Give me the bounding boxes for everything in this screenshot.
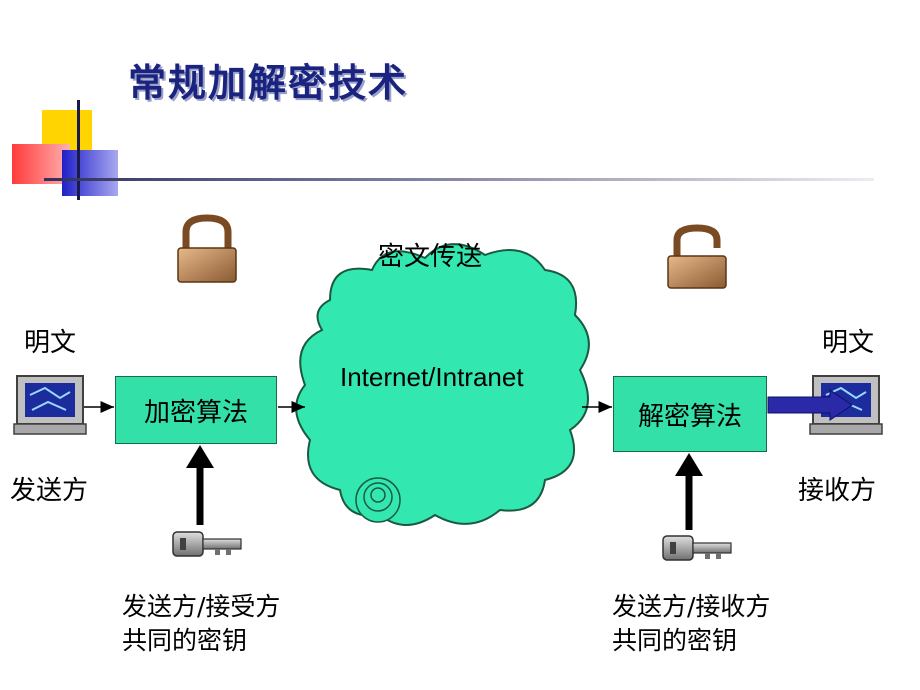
decor-blue-square: [62, 150, 118, 196]
key-left-line1: 发送方/接受方: [122, 592, 281, 621]
sender-role-label: 发送方: [10, 476, 89, 506]
network-label: Internet/Intranet: [340, 362, 524, 392]
lock-icon-left: [177, 214, 237, 283]
computer-icon-sender: [13, 375, 87, 435]
title-underline: [44, 178, 874, 181]
key-icon-left: [172, 531, 242, 557]
encrypt-algorithm-label: 加密算法: [143, 397, 248, 428]
key-left-line2: 共同的密钥: [122, 626, 248, 655]
decor-vertical-line: [77, 100, 80, 200]
receiver-plaintext-label: 明文: [822, 328, 875, 358]
arrow-decrypt-to-receiver: [767, 389, 853, 421]
key-left-caption: 发送方/接受方 共同的密钥: [122, 590, 280, 658]
key-icon-right: [662, 535, 732, 561]
decrypt-algorithm-label: 解密算法: [637, 401, 742, 432]
encrypt-algorithm-box: 加密算法: [115, 376, 277, 444]
network-caption: 密文传送: [378, 242, 483, 272]
key-right-line2: 共同的密钥: [612, 626, 738, 655]
decrypt-algorithm-box: 解密算法: [613, 376, 767, 452]
key-right-caption: 发送方/接收方 共同的密钥: [612, 590, 770, 658]
decor-red-square: [12, 144, 70, 184]
sender-plaintext-label: 明文: [24, 328, 77, 358]
receiver-role-label: 接收方: [798, 476, 877, 506]
cloud-icon: [295, 243, 590, 526]
key-right-line1: 发送方/接收方: [612, 592, 771, 621]
lock-icon-right: [667, 224, 727, 289]
page-title: 常规加解密技术: [128, 60, 409, 105]
